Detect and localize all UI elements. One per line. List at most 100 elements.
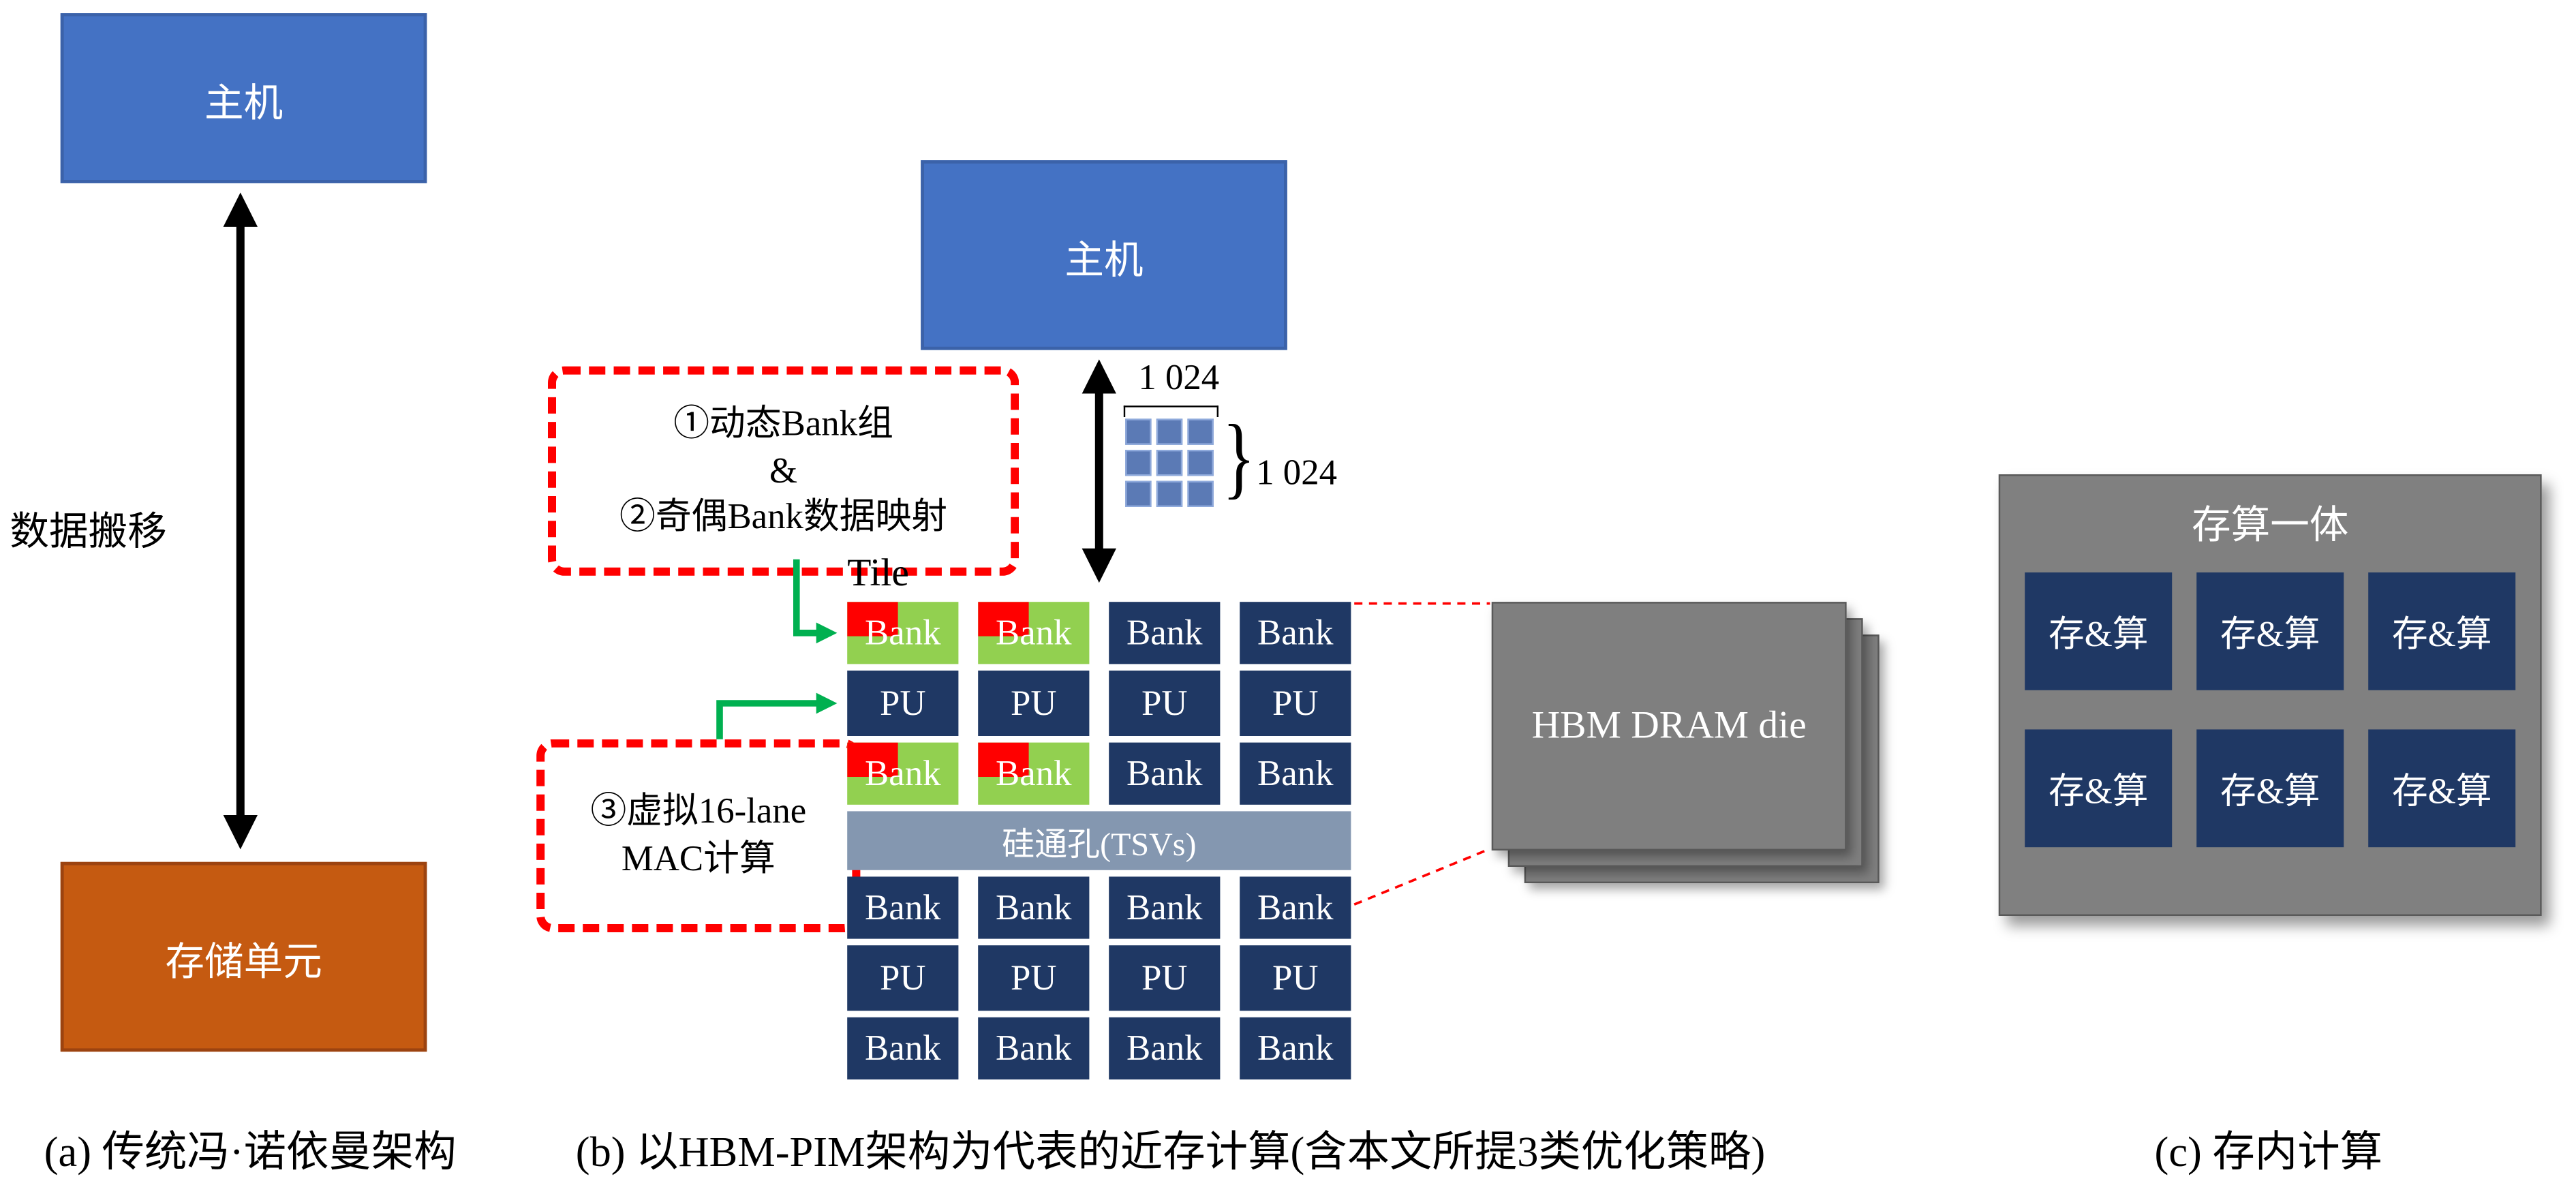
optimization-1-line1: ①动态Bank组 [673,402,893,444]
matrix-icon [1125,418,1214,507]
panel-a-memory-box: 存储单元 [60,861,427,1052]
grid-row: Bank Bank Bank Bank [847,876,1351,939]
hbm-die-label: HBM DRAM die [1531,704,1807,747]
matrix-square [1156,418,1183,445]
pim-cell: 存&算 [2025,572,2173,690]
matrix-square [1156,480,1183,507]
tile-bank-cell: Bank [847,602,959,664]
bank-cell-label: Bank [865,886,941,927]
tile-bank-cell: Bank [978,742,1090,805]
bank-cell: Bank [978,876,1090,939]
pu-cell-label: PU [1011,681,1057,723]
bank-cell-label: Bank [996,611,1072,653]
pu-cell: PU [1109,671,1221,736]
bank-cell: Bank [1240,876,1351,939]
bank-cell-label: Bank [865,752,941,793]
bank-cell: Bank [1109,742,1221,805]
matrix-square [1187,480,1214,507]
panel-a-memory-label: 存储单元 [165,941,322,984]
pu-cell-label: PU [880,681,926,723]
bank-cell-label: Bank [1126,611,1203,653]
bank-cell-label: Bank [1126,1027,1203,1069]
grid-row: PU PU PU PU [847,671,1351,736]
pim-cell: 存&算 [2196,572,2344,690]
bank-cell: Bank [978,1017,1090,1080]
pu-cell-label: PU [1272,681,1319,723]
matrix-square [1156,450,1183,476]
pu-cell: PU [978,945,1090,1011]
panel-a-host-label: 主机 [204,82,283,125]
pim-title: 存算一体 [2192,505,2349,549]
pim-cell: 存&算 [2025,729,2173,848]
optimization-2-line1: ③虚拟16-lane [590,791,807,832]
bus-width-right-label: 1 024 [1256,451,1338,493]
optimization-1-line3: ②奇偶Bank数据映射 [619,495,948,537]
grid-row: Bank Bank Bank Bank [847,602,1351,664]
bank-cell-label: Bank [865,611,941,653]
optimization-box-1: ①动态Bank组 & ②奇偶Bank数据映射 [548,366,1019,576]
pu-cell: PU [1109,945,1221,1011]
panel-a-host-box: 主机 [60,13,427,183]
optimization-1-line2: & [769,449,798,491]
pim-cell: 存&算 [2368,729,2516,848]
pu-cell-label: PU [1141,957,1188,998]
grid-row: Bank Bank Bank Bank [847,1017,1351,1080]
pu-cell: PU [847,671,959,736]
panel-b-host-label: 主机 [1064,239,1144,283]
hbm-die-front: HBM DRAM die [1491,602,1847,850]
bank-cell-label: Bank [1257,752,1334,793]
bus-width-top-label: 1 024 [1138,356,1220,398]
pu-cell: PU [978,671,1090,736]
matrix-square [1125,450,1152,476]
pu-cell: PU [847,945,959,1011]
optimization-box-2: ③虚拟16-lane MAC计算 [536,739,861,932]
pim-cell: 存&算 [2196,729,2344,848]
bank-cell-label: Bank [996,886,1072,927]
bank-cell-label: Bank [1126,752,1203,793]
bank-cell-label: Bank [1257,611,1334,653]
bank-cell-label: Bank [996,752,1072,793]
panel-b-host-box: 主机 [921,160,1287,350]
data-move-label: 数据搬移 [10,512,167,555]
bank-cell: Bank [1109,876,1221,939]
tsv-bar: 硅通孔(TSVs) [847,811,1351,870]
bank-cell: Bank [847,1017,959,1080]
bank-cell: Bank [1109,602,1221,664]
bank-cell-label: Bank [1257,886,1334,927]
pu-cell-label: PU [1141,681,1188,723]
caption-a: (a) 传统冯·诺依曼架构 [44,1129,457,1176]
grid-row: PU PU PU PU [847,945,1351,1011]
bank-cell: Bank [1240,742,1351,805]
tile-bank-cell: Bank [978,602,1090,664]
bank-cell: Bank [1240,1017,1351,1080]
matrix-square [1187,418,1214,445]
matrix-square [1125,418,1152,445]
caption-b: (b) 以HBM-PIM架构为代表的近存计算(含本文所提3类优化策略) [575,1129,1766,1176]
tile-bank-cell: Bank [847,742,959,805]
bank-cell-label: Bank [996,1027,1072,1069]
matrix-right-brace-icon: } [1222,407,1256,509]
matrix-top-bracket [1123,405,1219,417]
matrix-square [1187,450,1214,476]
pim-box: 存算一体 存&算存&算存&算存&算存&算存&算 [1998,474,2542,916]
pim-cell-grid: 存&算存&算存&算存&算存&算存&算 [2000,572,2540,848]
tile-label: Tile [847,553,909,596]
pu-cell-label: PU [1272,957,1319,998]
bank-cell: Bank [847,876,959,939]
optimization-2-line2: MAC计算 [621,837,776,878]
bank-cell: Bank [1240,602,1351,664]
grid-row: Bank Bank Bank Bank [847,742,1351,805]
bank-cell: Bank [1109,1017,1221,1080]
zoom-dashed-bottom [1353,847,1491,906]
bank-cell-label: Bank [865,1027,941,1069]
caption-c: (c) 存内计算 [2154,1129,2383,1176]
pu-cell: PU [1240,671,1351,736]
matrix-square [1125,480,1152,507]
bank-cell-label: Bank [1257,1027,1334,1069]
bank-cell-label: Bank [1126,886,1203,927]
pu-cell-label: PU [880,957,926,998]
pu-cell-label: PU [1011,957,1057,998]
